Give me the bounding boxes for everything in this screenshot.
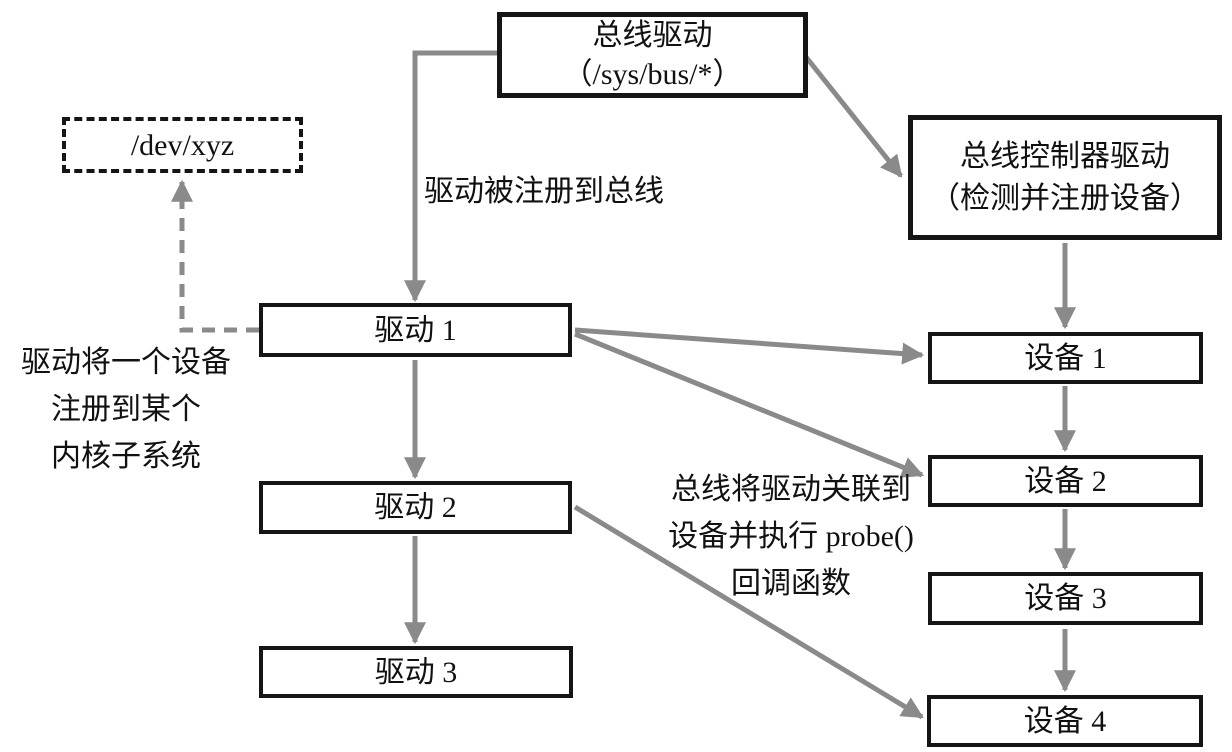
bus-driver-path: （/sys/bus/*） (562, 58, 743, 91)
annotation-driver-registered-to-bus: 驱动被注册到总线 (424, 175, 664, 208)
dev-node-label: /dev/xyz (130, 128, 235, 162)
arrow-driver2-to-device4 (573, 504, 924, 720)
annotation-bus-binds-driver-line2: 设备并执行 probe() (668, 520, 914, 553)
arrow-busdriver-to-driver1 (403, 50, 497, 303)
arrow-driver1-to-device1 (574, 327, 925, 365)
driver-2-box: 驱动 2 (259, 481, 572, 534)
annotation-driver-registers-device-line3: 内核子系统 (51, 440, 201, 473)
bus-driver-box: 总线驱动 （/sys/bus/*） (497, 12, 808, 98)
device-4-box: 设备 4 (927, 695, 1203, 747)
device-1-label: 设备 1 (1024, 341, 1107, 375)
annotation-bus-binds-driver-line1: 总线将驱动关联到 (671, 473, 911, 506)
annotation-bus-binds-driver: 总线将驱动关联到 设备并执行 probe() 回调函数 (642, 466, 940, 607)
driver-2-label: 驱动 2 (374, 491, 457, 524)
driver-3-label: 驱动 3 (374, 655, 458, 689)
device-3-label: 设备 3 (1024, 582, 1107, 615)
bus-controller-subtitle: （检测并注册设备） (930, 181, 1200, 215)
annotation-driver-registers-device-line2: 注册到某个 (51, 393, 201, 426)
device-2-label: 设备 2 (1024, 464, 1107, 498)
bus-controller-box: 总线控制器驱动 （检测并注册设备） (908, 115, 1222, 240)
annotation-bus-binds-driver-line3: 回调函数 (731, 567, 851, 600)
bus-controller-title: 总线控制器驱动 (960, 139, 1170, 173)
device-3-box: 设备 3 (928, 572, 1203, 625)
annotation-driver-registers-device: 驱动将一个设备 注册到某个 内核子系统 (0, 339, 252, 480)
arrow-driver1-to-devnode-dashed (170, 179, 259, 333)
arrow-driver1-to-device2 (574, 331, 925, 478)
device-2-box: 设备 2 (928, 455, 1203, 507)
device-1-box: 设备 1 (928, 332, 1203, 384)
annotation-driver-registers-device-line1: 驱动将一个设备 (21, 346, 231, 379)
bus-driver-title: 总线驱动 (592, 19, 713, 52)
arrow-busdriver-to-controller (804, 55, 903, 178)
driver-3-box: 驱动 3 (259, 646, 573, 698)
driver-1-box: 驱动 1 (259, 303, 572, 357)
driver-1-label: 驱动 1 (374, 313, 457, 347)
device-4-label: 设备 4 (1023, 704, 1107, 738)
dev-node-box: /dev/xyz (62, 117, 303, 173)
